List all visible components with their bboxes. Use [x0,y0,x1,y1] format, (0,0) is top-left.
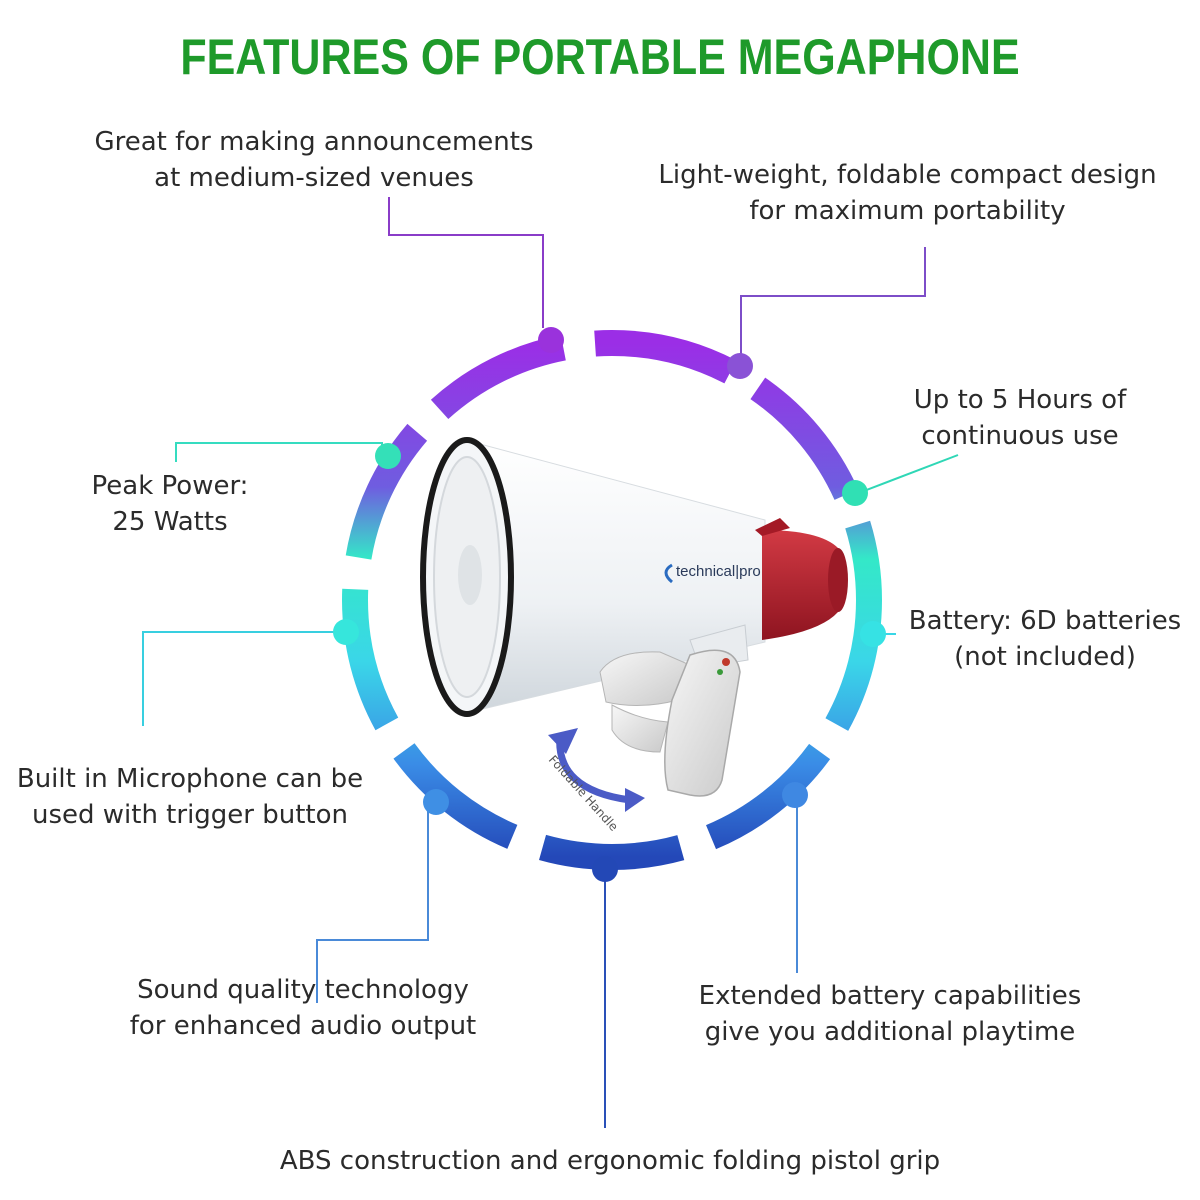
dot-battery [860,621,886,647]
dot-extended [782,782,808,808]
dot-sound [423,789,449,815]
feature-abs-construction: ABS construction and ergonomic folding p… [279,1146,941,1176]
page-title: FEATURES OF PORTABLE MEGAPHONE [180,29,1020,85]
dot-announcements [538,327,564,353]
leader-line-microphone [142,631,335,726]
brand-logo: technical|pro [676,563,761,580]
brand-swoosh-icon [664,563,674,584]
dot-hours [842,480,868,506]
feature-ring [342,330,882,870]
feature-microphone: Built in Microphone can be used with tri… [16,764,364,830]
leader-line-power [175,442,383,462]
feature-announcements: Great for making announcements at medium… [94,127,534,193]
dot-portability [727,353,753,379]
leader-line-hours [855,454,959,495]
megaphone-image: technical|pro Foldable Handle [420,437,848,834]
feature-peak-power: Peak Power: 25 Watts [91,471,249,537]
leader-line-announcements [388,197,544,328]
leader-line-portability [740,247,926,358]
feature-battery: Battery: 6D batteries (not included) [908,606,1182,672]
dot-power [375,443,401,469]
feature-extended-battery: Extended battery capabilities give you a… [698,981,1082,1047]
feature-portability: Light-weight, foldable compact design fo… [658,160,1157,226]
feature-sound-quality: Sound quality technology for enhanced au… [129,975,477,1041]
dot-abs [592,856,618,882]
feature-hours: Up to 5 Hours of continuous use [913,385,1127,451]
leader-line-sound [316,808,429,1003]
dot-microphone [333,619,359,645]
